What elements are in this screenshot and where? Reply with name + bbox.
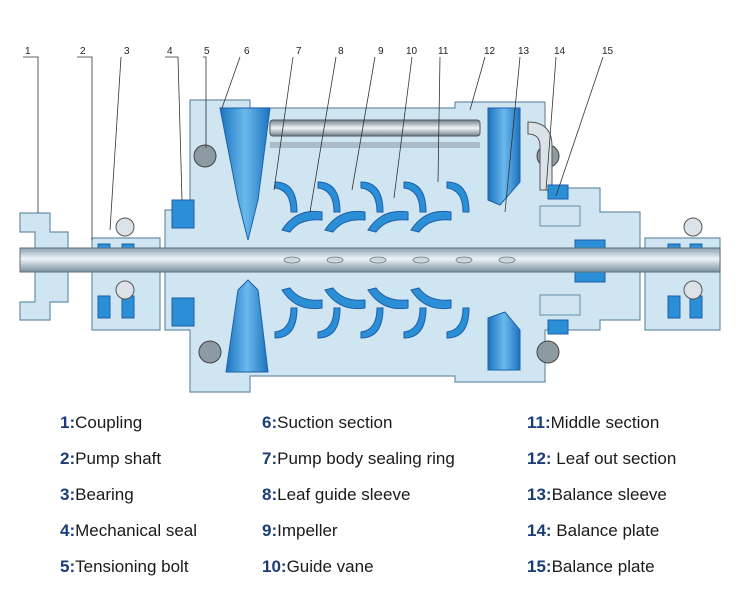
tensioning-bolt — [269, 119, 481, 137]
legend-item: 4:Mechanical seal — [60, 521, 198, 540]
callout-5: 5 — [204, 46, 210, 57]
callout-13: 13 — [518, 46, 530, 57]
legend-item: 9:Impeller — [262, 521, 338, 540]
callout-12: 12 — [484, 46, 496, 57]
legend-column-3: 11:Middle section 12: Leaf out section 1… — [527, 405, 676, 585]
legend-item: 13:Balance sleeve — [527, 485, 667, 504]
legend-item: 5:Tensioning bolt — [60, 557, 189, 576]
callout-7: 7 — [296, 46, 302, 57]
callout-14: 14 — [554, 46, 566, 57]
legend-item: 15:Balance plate — [527, 557, 655, 576]
balance-sleeve — [539, 205, 581, 227]
callout-8: 8 — [338, 46, 344, 57]
legend-item: 11:Middle section — [527, 413, 660, 432]
callout-6: 6 — [244, 46, 250, 57]
callout-9: 9 — [378, 46, 384, 57]
pump-casing — [164, 99, 641, 393]
balance-pipe — [527, 121, 553, 191]
callout-2: 2 — [80, 46, 86, 57]
balance-plate — [547, 184, 569, 200]
legend-item: 7:Pump body sealing ring — [262, 449, 455, 468]
leader-lines — [23, 56, 604, 240]
callout-10: 10 — [406, 46, 418, 57]
legend-item: 8:Leaf guide sleeve — [262, 485, 411, 504]
callout-1: 1 — [25, 46, 31, 57]
legend-item: 12: Leaf out section — [527, 449, 677, 468]
callout-15: 15 — [602, 46, 614, 57]
mechanical-seal — [171, 199, 195, 229]
callout-11: 11 — [438, 46, 449, 57]
callout-numbers: 1 2 3 4 5 6 7 8 9 10 11 12 13 14 15 — [25, 46, 614, 57]
legend: 1:Coupling 2:Pump shaft 3:Bearing 4:Mech… — [0, 405, 750, 605]
multistage-pump-diagram: 1 2 3 4 5 6 7 8 9 10 11 12 13 14 15 — [19, 46, 721, 393]
legend-item: 10:Guide vane — [262, 557, 374, 576]
callout-3: 3 — [124, 46, 130, 57]
legend-item: 14: Balance plate — [527, 521, 660, 540]
impeller-stages-upper — [274, 181, 470, 233]
callout-4: 4 — [167, 46, 173, 57]
legend-column-1: 1:Coupling 2:Pump shaft 3:Bearing 4:Mech… — [60, 405, 197, 585]
legend-item: 3:Bearing — [60, 485, 134, 504]
legend-item: 6:Suction section — [262, 413, 393, 432]
suction-section — [219, 107, 271, 241]
legend-item: 1:Coupling — [60, 413, 143, 432]
legend-item: 2:Pump shaft — [60, 449, 162, 468]
legend-column-2: 6:Suction section 7:Pump body sealing ri… — [262, 405, 455, 585]
impeller-stages-lower — [274, 287, 470, 339]
